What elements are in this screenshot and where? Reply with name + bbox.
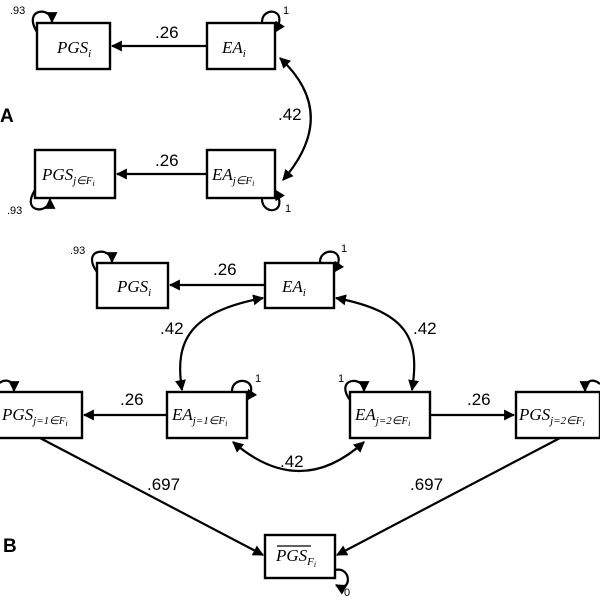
variance-loop-b-pgs-j1 [0, 379, 20, 393]
edge-b-cov-ea-j1-ea-j2 [232, 441, 365, 472]
variance-a-ea-j: 1 [285, 203, 291, 215]
label-b-load-right: .697 [410, 475, 443, 494]
variance-loop-a-ea-i [260, 10, 285, 33]
node-b-ea-j1 [165, 390, 249, 440]
variance-loop-a-pgs-i [31, 10, 58, 33]
variance-loop-a-pgs-j [29, 189, 56, 211]
node-b-pgs-j1 [0, 390, 84, 440]
variance-a-pgs-i: .93 [10, 5, 25, 17]
label-b-path-ea-j2: .26 [467, 390, 491, 409]
panel-label-b: B [3, 536, 17, 557]
variance-loop-b-ea-j2 [344, 379, 370, 401]
variance-loop-a-ea-j [260, 189, 285, 212]
edge-a-ea-cov [279, 57, 312, 181]
variance-a-pgs-j: .93 [7, 205, 22, 217]
variance-b-ea-i: 1 [341, 243, 347, 255]
variance-b-pgs-bar: 0 [344, 587, 350, 599]
node-b-pgs-j2-label: PGSj=2∈Fi [518, 405, 585, 428]
node-a-pgs-j [33, 148, 117, 200]
label-b-cov-bottom: .42 [280, 452, 304, 471]
node-a-ea-i [205, 21, 277, 71]
edge-b-cov-ea-i-ea-j2 [334, 294, 419, 392]
label-b-path-ea-j1: .26 [120, 390, 144, 409]
node-a-pgs-i-label: PGSi [56, 38, 91, 60]
node-a-ea-j [205, 148, 277, 200]
variance-b-pgs-i: .93 [70, 245, 85, 257]
node-b-pgs-i-label: PGSi [116, 277, 151, 299]
node-a-ea-j-label: EAj∈Fi [211, 165, 254, 188]
node-b-ea-i [263, 261, 336, 310]
node-b-pgs-bar [263, 533, 337, 580]
variance-loop-b-ea-j1 [230, 379, 258, 401]
label-b-cov-right: .42 [413, 319, 437, 338]
node-b-ea-i-label: EAi [281, 277, 306, 299]
variance-loop-b-pgs-bar [334, 568, 349, 595]
edge-b-pgs-j1-to-bar [39, 437, 264, 556]
variance-a-ea-i: 1 [283, 5, 289, 17]
node-b-pgs-i [95, 261, 170, 310]
panel-label-a: A [0, 106, 14, 127]
variance-loop-b-ea-i [318, 250, 345, 273]
label-a-path-1: .26 [155, 23, 179, 42]
label-a-cov: .42 [278, 105, 302, 124]
edge-b-cov-ea-i-ea-j1 [175, 294, 265, 392]
variance-b-ea-j2: 1 [338, 373, 344, 385]
variance-b-ea-j1: 1 [255, 373, 261, 385]
node-a-pgs-j-label: PGSj∈Fi [41, 165, 95, 188]
node-b-ea-j2-label: EAj=2∈Fi [354, 405, 410, 428]
node-b-pgs-j1-label: PGSj=1∈Fi [1, 405, 68, 428]
node-a-pgs-i [35, 21, 112, 71]
label-b-cov-left: .42 [160, 319, 184, 338]
label-b-load-left: .697 [147, 475, 180, 494]
variance-loop-b-pgs-j2 [579, 379, 600, 393]
node-b-pgs-bar-label: PGSFi [275, 546, 316, 569]
node-b-ea-j1-label: EAj=1∈Fi [171, 405, 227, 428]
node-a-ea-i-label: EAi [221, 38, 246, 60]
label-b-path-ea-i: .26 [213, 260, 237, 279]
edge-b-pgs-j2-to-bar [336, 437, 561, 556]
label-a-path-2: .26 [155, 151, 179, 170]
variance-loop-b-pgs-i [90, 250, 118, 273]
